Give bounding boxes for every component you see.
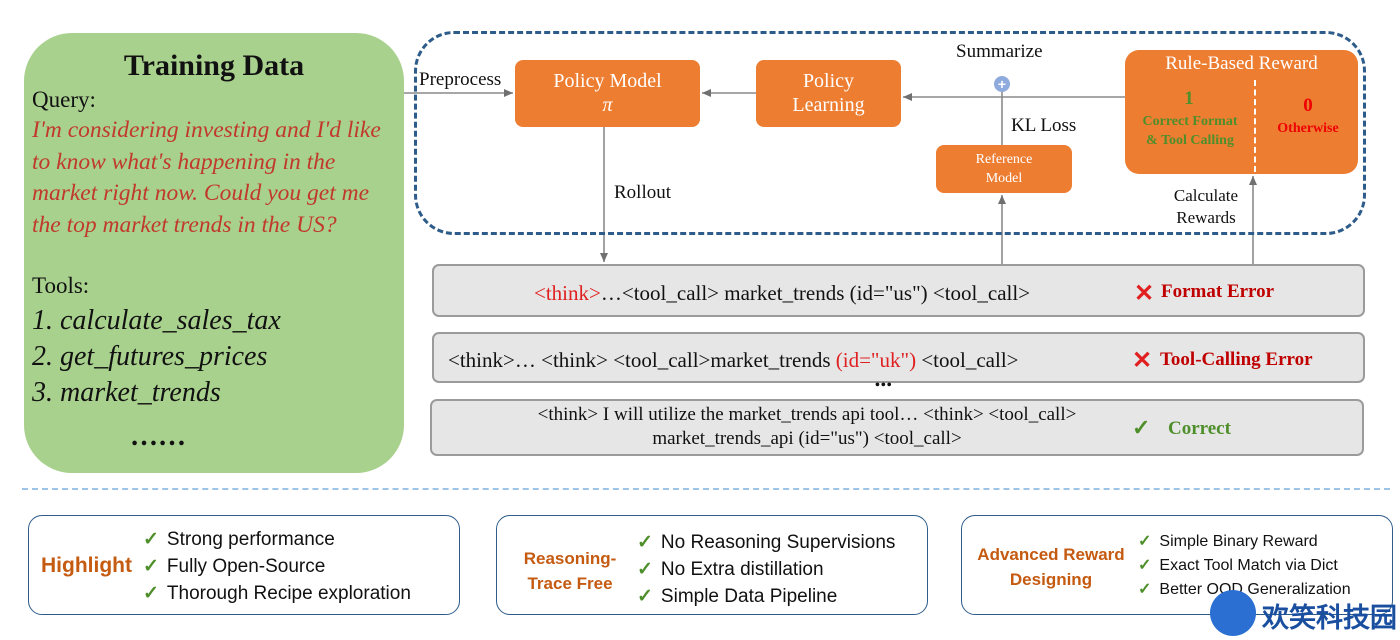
- advanced-item-text: Better OOD Generalization: [1159, 581, 1351, 598]
- rollout-2-pre: <think>… <think> <tool_call>market_trend…: [448, 348, 836, 372]
- policy-learning-line2: Learning: [792, 94, 865, 116]
- query-label: Query:: [32, 87, 96, 112]
- policy-model-label: Policy Model: [553, 70, 662, 92]
- check-icon: ✓: [1138, 581, 1152, 598]
- highlight-item: ✓ Fully Open-Source: [143, 555, 325, 578]
- calculate-rewards-label: Calculate Rewards: [1163, 185, 1249, 229]
- watermark-text: 欢笑科技园: [1262, 603, 1397, 634]
- training-data-panel: Training Data Query: I'm considering inv…: [24, 33, 404, 473]
- tool-item: 1. calculate_sales_tax: [32, 305, 281, 336]
- watermark-logo-icon: [1210, 590, 1256, 636]
- reasoning-item: ✓ No Reasoning Supervisions: [637, 531, 895, 554]
- rollout-2-post: <tool_call>: [916, 348, 1019, 372]
- rollout-tool-calling-error: <think>… <think> <tool_call>market_trend…: [432, 332, 1365, 383]
- tool-calling-error-label: Tool-Calling Error: [1160, 349, 1313, 370]
- advanced-item-text: Exact Tool Match via Dict: [1159, 557, 1338, 574]
- check-icon: ✓: [637, 559, 653, 580]
- check-icon: ✓: [637, 586, 653, 607]
- check-icon: ✓: [143, 556, 159, 577]
- cross-icon: ✕: [1134, 281, 1155, 307]
- advanced-item-text: Simple Binary Reward: [1159, 533, 1318, 550]
- rollout-3-text: <think> I will utilize the market_trends…: [432, 403, 1182, 451]
- check-icon: ✓: [637, 532, 653, 553]
- rollout-correct: <think> I will utilize the market_trends…: [430, 399, 1364, 456]
- summarize-plus-sign: +: [998, 76, 1006, 92]
- rl-pipeline-region: [414, 31, 1366, 235]
- reference-model-line2: Model: [985, 171, 1023, 186]
- check-icon: ✓: [1138, 533, 1152, 550]
- reasoning-item-text: Simple Data Pipeline: [660, 586, 838, 607]
- reward-value-one: 1: [1184, 88, 1194, 109]
- format-error-label: Format Error: [1161, 281, 1275, 302]
- reasoning-trace-free-heading: Reasoning- Trace Free: [511, 546, 629, 596]
- tools-ellipsis: ……: [130, 421, 186, 452]
- summarize-label: Summarize: [956, 41, 1043, 62]
- highlight-item-text: Fully Open-Source: [166, 556, 326, 577]
- reference-model-line1: Reference: [975, 152, 1033, 167]
- advanced-heading-line2: Designing: [1009, 570, 1093, 589]
- reasoning-item-text: No Reasoning Supervisions: [660, 532, 896, 553]
- tool-item: 3. market_trends: [32, 377, 221, 408]
- section-divider: [22, 488, 1390, 490]
- advanced-item: ✓ Better OOD Generalization: [1138, 579, 1351, 599]
- highlight-item-text: Strong performance: [166, 529, 335, 550]
- policy-learning-line1: Policy: [802, 70, 855, 92]
- highlight-box: Highlight ✓ Strong performance ✓ Fully Ope…: [28, 515, 460, 615]
- check-icon: ✓: [1138, 557, 1152, 574]
- rollout-2-text: <think>… <think> <tool_call>market_trend…: [448, 348, 1019, 373]
- rollout-3-line1: <think> I will utilize the market_trends…: [537, 404, 1077, 425]
- reward-divider: [1254, 80, 1256, 172]
- training-data-title: Training Data: [123, 49, 305, 82]
- cross-icon: ✕: [1132, 348, 1153, 374]
- highlight-item: ✓ Strong performance: [143, 528, 335, 551]
- check-icon: ✓: [1132, 415, 1151, 440]
- rollout-1-text: <think>…<tool_call> market_trends (id="u…: [534, 281, 1030, 306]
- reward-value-zero: 0: [1303, 95, 1313, 116]
- reward-one-description: Correct Format & Tool Calling: [1128, 112, 1252, 150]
- more-rollouts-dots: •••: [875, 378, 893, 393]
- tool-item: 2. get_futures_prices: [32, 341, 268, 372]
- reference-model-box: Reference Model: [936, 145, 1072, 193]
- policy-learning-box: Policy Learning: [756, 60, 901, 127]
- rollout-3-line2: market_trends_api (id="us") <tool_call>: [652, 428, 962, 449]
- summarize-plus-node: [994, 76, 1010, 92]
- query-text: I'm considering investing and I'd like t…: [32, 117, 381, 238]
- rollout-1-call: …<tool_call> market_trends (id="us") <to…: [600, 281, 1031, 305]
- advanced-item: ✓ Simple Binary Reward: [1138, 531, 1318, 551]
- reward-title: Rule-Based Reward: [1165, 53, 1318, 74]
- rollout-format-error: <think>…<tool_call> market_trends (id="u…: [432, 264, 1365, 317]
- check-icon: ✓: [143, 529, 159, 550]
- policy-symbol: π: [602, 94, 613, 116]
- kl-loss-label: KL Loss: [1011, 115, 1077, 136]
- advanced-heading-line1: Advanced Reward: [977, 545, 1125, 564]
- reasoning-item: ✓ No Extra distillation: [637, 558, 824, 581]
- reasoning-item: ✓ Simple Data Pipeline: [637, 585, 837, 608]
- highlight-item: ✓ Thorough Recipe exploration: [143, 582, 411, 605]
- rollout-1-think-tag: <think>: [534, 281, 601, 305]
- advanced-reward-heading: Advanced Reward Designing: [966, 542, 1136, 592]
- tools-label: Tools:: [32, 273, 90, 298]
- highlight-heading: Highlight: [41, 554, 132, 577]
- reward-one-line1: Correct Format: [1142, 114, 1238, 129]
- rollout-label: Rollout: [614, 182, 672, 203]
- rollout-2-wrong-arg: (id="uk"): [835, 348, 917, 372]
- preprocess-label: Preprocess: [419, 69, 502, 90]
- reasoning-heading-line2: Trace Free: [527, 574, 613, 593]
- calculate-rewards-line1: Calculate: [1173, 186, 1239, 205]
- calculate-rewards-line2: Rewards: [1176, 208, 1236, 227]
- advanced-reward-designing-box: Advanced Reward Designing ✓ Simple Binary…: [961, 515, 1393, 615]
- correct-label: Correct: [1168, 418, 1231, 439]
- advanced-item: ✓ Exact Tool Match via Dict: [1138, 555, 1338, 575]
- reward-one-line2: & Tool Calling: [1146, 133, 1234, 148]
- policy-model-box: Policy Model π: [515, 60, 700, 127]
- reasoning-heading-line1: Reasoning-: [523, 549, 617, 568]
- check-icon: ✓: [143, 583, 159, 604]
- reward-zero-description: Otherwise: [1277, 121, 1339, 136]
- rule-based-reward-box: [1125, 50, 1358, 174]
- highlight-item-text: Thorough Recipe exploration: [166, 583, 411, 604]
- reasoning-trace-free-box: Reasoning- Trace Free ✓ No Reasoning Supe…: [496, 515, 928, 615]
- reasoning-item-text: No Extra distillation: [660, 559, 824, 580]
